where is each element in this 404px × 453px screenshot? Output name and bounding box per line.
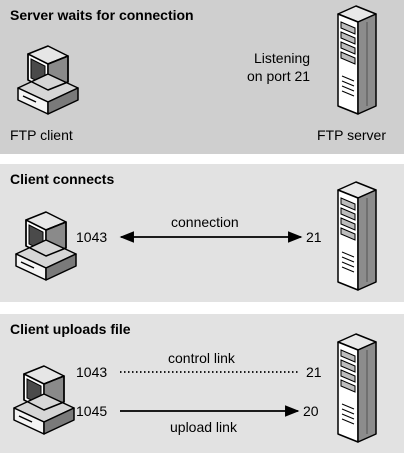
computer-icon bbox=[15, 211, 77, 281]
client-label: FTP client bbox=[10, 127, 73, 143]
client-port-label: 1043 bbox=[76, 229, 108, 245]
panel-title: Server waits for connection bbox=[10, 7, 194, 23]
server-label: FTP server bbox=[317, 127, 386, 143]
panel-title: Client uploads file bbox=[10, 321, 131, 337]
panel-client-uploads: Client uploads file 1043 control link 21… bbox=[0, 314, 404, 453]
upload-link-arrow bbox=[120, 405, 300, 417]
upload-server-port-label: 20 bbox=[303, 403, 319, 419]
panel-divider bbox=[0, 154, 404, 164]
panel-divider bbox=[0, 302, 404, 314]
panel-server-waits: Server waits for connection FTP client L… bbox=[0, 0, 404, 154]
control-client-port-label: 1043 bbox=[76, 364, 108, 380]
control-link-line bbox=[120, 371, 298, 373]
computer-icon bbox=[13, 365, 75, 435]
server-tower-icon bbox=[337, 333, 377, 443]
listening-label-line1: Listening bbox=[254, 50, 311, 66]
server-port-label: 21 bbox=[306, 229, 322, 245]
listening-label-line2: on port 21 bbox=[247, 68, 311, 84]
upload-link-label: upload link bbox=[170, 419, 237, 435]
connection-arrow bbox=[119, 231, 303, 243]
computer-icon bbox=[17, 45, 79, 115]
connection-label: connection bbox=[171, 214, 239, 230]
server-tower-icon bbox=[337, 181, 377, 291]
control-server-port-label: 21 bbox=[306, 364, 322, 380]
upload-client-port-label: 1045 bbox=[76, 403, 108, 419]
panel-client-connects: Client connects 1043 connection 21 bbox=[0, 164, 404, 302]
panel-title: Client connects bbox=[10, 171, 115, 187]
control-link-label: control link bbox=[168, 350, 235, 366]
server-tower-icon bbox=[337, 5, 377, 115]
